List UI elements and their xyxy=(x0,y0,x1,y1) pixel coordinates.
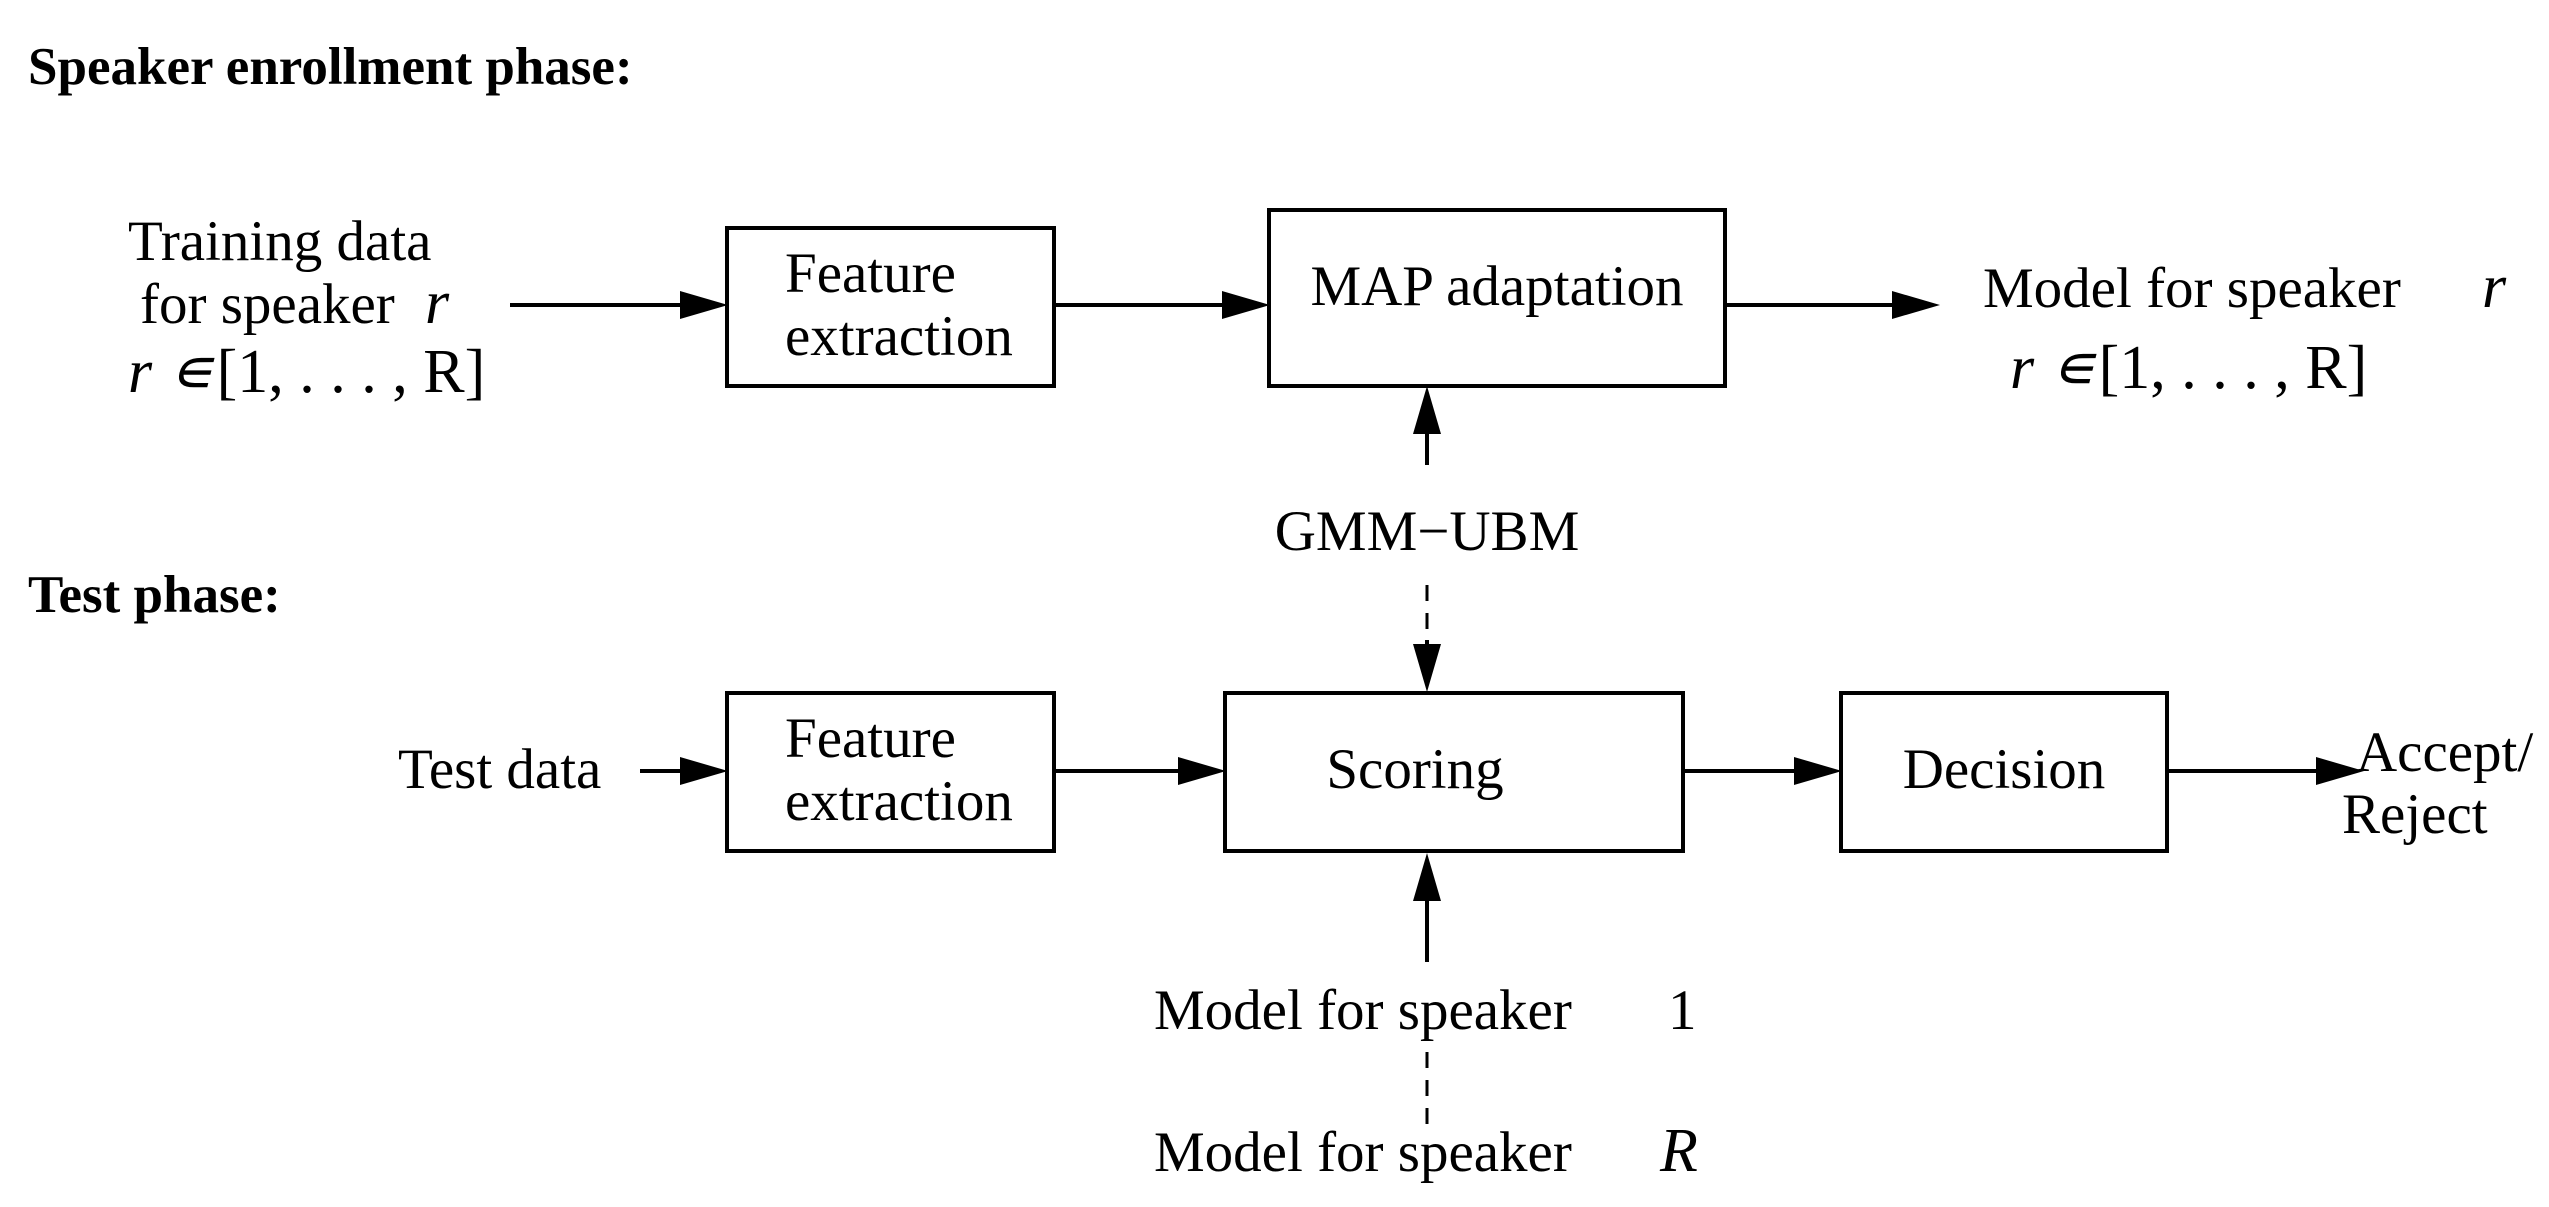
enrollment-output-line1: Model for speaker xyxy=(1983,257,2401,320)
models-arrowhead-to-scoring xyxy=(1413,853,1441,901)
enrollment-input-line2: for speaker xyxy=(140,273,395,336)
enrollment-input-set: r ∊ [1, . . . , R] xyxy=(128,338,485,406)
enrollment-output-var: r xyxy=(2482,253,2507,321)
test-output-line1: Accept/ xyxy=(2356,721,2533,784)
test-feature-extraction-box xyxy=(725,691,1056,853)
enrollment-feature-extraction-box xyxy=(725,226,1056,388)
decision-label: Decision xyxy=(1903,738,2106,801)
test-phase-title: Test phase: xyxy=(28,566,281,624)
ubm-arrowhead-to-scoring xyxy=(1413,644,1441,692)
test-arrowhead-feature-scoring xyxy=(1178,757,1226,785)
enrollment-input-set-range: [1, . . . , R] xyxy=(217,338,486,406)
ubm-arrowhead-to-map xyxy=(1413,386,1441,434)
enrollment-input-line1: Training data xyxy=(128,210,431,273)
map-adaptation-box xyxy=(1267,208,1727,388)
enrollment-input-set-sym: ∊ xyxy=(168,338,215,406)
enrollment-arrowhead-feature-map xyxy=(1222,291,1270,319)
enrollment-arrowhead-input-feature xyxy=(680,291,728,319)
test-output-line2: Reject xyxy=(2342,783,2488,846)
gmm-ubm-label: GMM−UBM xyxy=(1275,500,1580,563)
enrollment-phase-title: Speaker enrollment phase: xyxy=(28,38,633,96)
enrollment-arrowhead-map-output xyxy=(1892,291,1940,319)
map-adaptation-label: MAP adaptation xyxy=(1310,255,1683,318)
scoring-box xyxy=(1223,691,1685,853)
test-arrowhead-input-feature xyxy=(680,757,728,785)
enrollment-output-set-range: [1, . . . , R] xyxy=(2099,334,2368,402)
test-arrowhead-scoring-decision xyxy=(1794,757,1842,785)
model-last-label: Model for speaker xyxy=(1154,1121,1572,1184)
enrollment-feature-line1: Feature xyxy=(785,242,956,305)
test-feature-line2: extraction xyxy=(785,770,1013,833)
test-input-label: Test data xyxy=(398,738,601,801)
enrollment-output-set: r ∊ [1, . . . , R] xyxy=(2010,334,2367,402)
enrollment-output-set-sym: ∊ xyxy=(2050,334,2097,402)
test-feature-line1: Feature xyxy=(785,707,956,770)
model-last-index: R xyxy=(1659,1117,1698,1185)
decision-box xyxy=(1839,691,2169,853)
test-arrowhead-decision-output xyxy=(2316,757,2364,785)
model-first-label: Model for speaker xyxy=(1154,979,1572,1042)
scoring-label: Scoring xyxy=(1326,738,1503,801)
enrollment-output-set-var: r xyxy=(2010,334,2035,402)
enrollment-input-var: r xyxy=(425,269,450,337)
enrollment-feature-line2: extraction xyxy=(785,305,1013,368)
model-first-index: 1 xyxy=(1668,979,1697,1042)
enrollment-input-set-var: r xyxy=(128,338,153,406)
